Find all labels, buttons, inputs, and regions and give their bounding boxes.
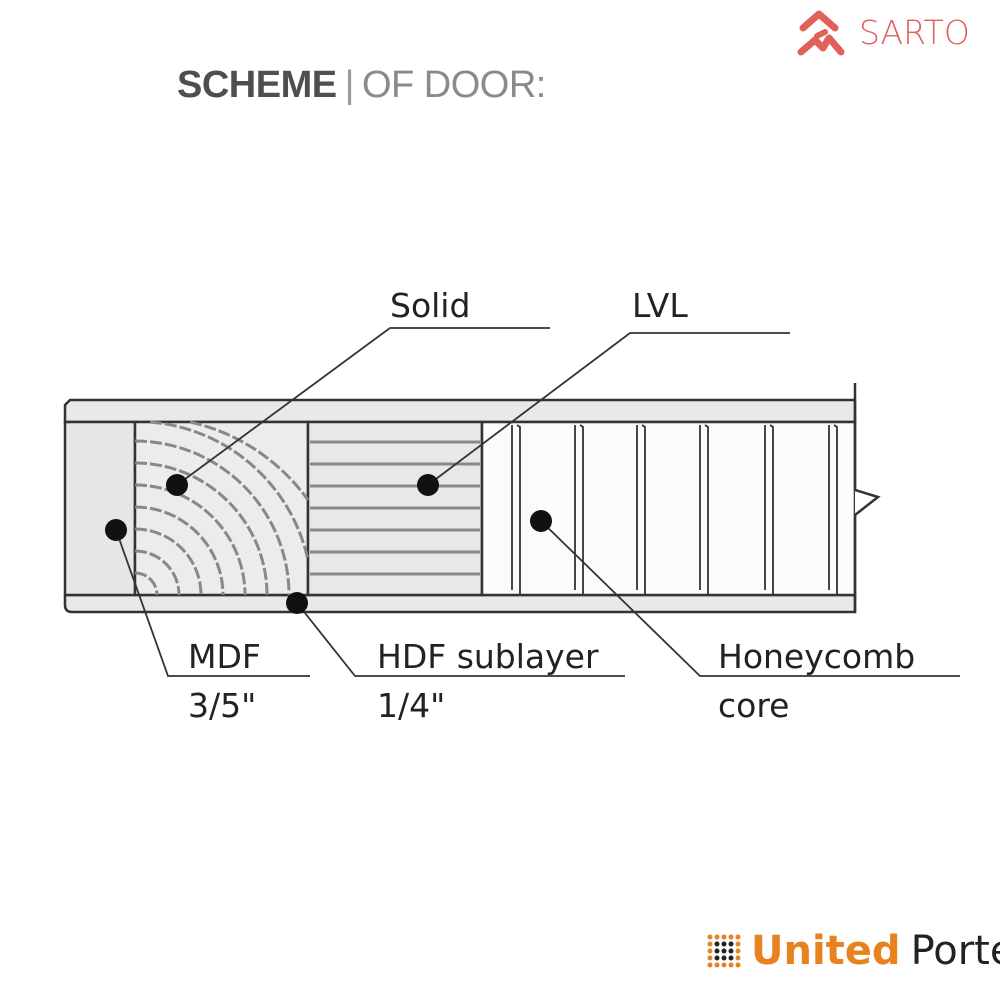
top-skin [63, 398, 857, 424]
label-honeycomb: Honeycomb [718, 637, 915, 676]
label-mdf-size: 3/5" [188, 686, 256, 725]
honeycomb-block [480, 420, 857, 597]
lvl-layers [310, 440, 480, 576]
bottom-skin [63, 593, 857, 614]
mdf-dot [105, 519, 127, 541]
honeycomb-leader [540, 520, 960, 677]
title-light: OF DOOR: [361, 64, 546, 106]
solid-grain [134, 420, 310, 596]
solid-leader [176, 327, 550, 486]
united-porte-logo: UnitedPorte [707, 928, 1000, 974]
title-bold: SCHEME [177, 64, 337, 106]
page-title: SCHEME|OF DOOR: [177, 64, 546, 107]
label-solid: Solid [390, 286, 470, 325]
label-mdf: MDF [188, 637, 261, 676]
united-text: United [751, 928, 901, 974]
lvl-leader [427, 332, 790, 486]
solid-dot [166, 474, 188, 496]
lvl-dot [417, 474, 439, 496]
label-lvl: LVL [632, 286, 688, 325]
sarto-logo-text: SARTO [859, 12, 970, 52]
title-separator: | [344, 64, 355, 106]
label-hdf: HDF sublayer [377, 637, 599, 676]
label-hdf-size: 1/4" [377, 686, 445, 725]
sarto-logo: SARTO [795, 6, 970, 58]
hdf-leader [296, 602, 625, 677]
honeycomb-cells [511, 424, 838, 595]
honeycomb-dot [530, 510, 552, 532]
sarto-logo-icon [797, 10, 845, 56]
break-edge [853, 383, 881, 612]
mdf-block [63, 420, 137, 597]
solid-block [133, 420, 310, 597]
united-porte-dots-icon [707, 934, 741, 968]
mdf-leader [115, 529, 310, 677]
hdf-dot [286, 592, 308, 614]
label-honeycomb-core: core [718, 686, 789, 725]
porte-text: Porte [910, 928, 1000, 974]
